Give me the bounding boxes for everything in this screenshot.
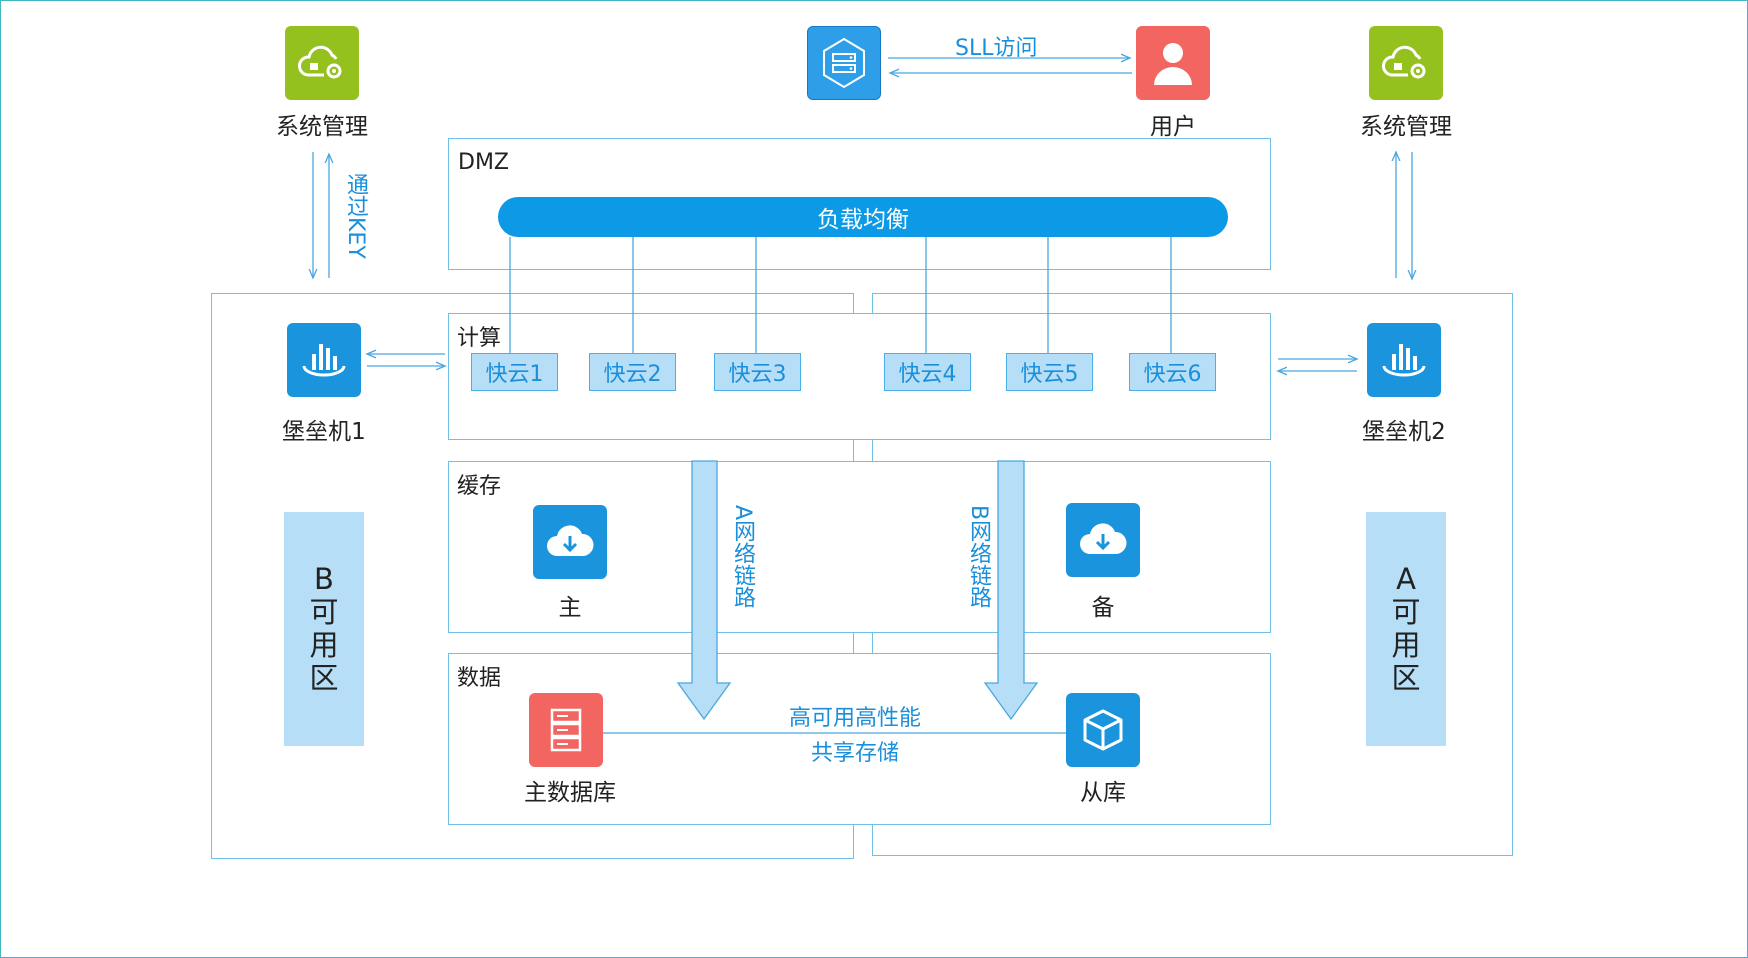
- sys-mgmt-left-label: 系统管理: [276, 114, 368, 140]
- data-label: 数据: [457, 666, 502, 691]
- zone-b-char-1: B: [314, 562, 334, 596]
- cloud-node-1: 快云1: [471, 353, 558, 391]
- master-db-label: 主数据库: [524, 780, 616, 806]
- server-hex-icon: [823, 37, 865, 89]
- availability-zone-a: A 可 用 区: [1366, 512, 1446, 746]
- slave-db-icon: [1066, 693, 1140, 767]
- sys-mgmt-right-icon: [1369, 26, 1443, 100]
- network-link-a-label: A网络链路: [730, 505, 755, 609]
- cloud-node-5: 快云5: [1006, 353, 1093, 391]
- cloud-download-icon: [547, 525, 594, 556]
- storage-line-1: 高可用高性能: [788, 706, 921, 731]
- bastion-2-icon: [1367, 323, 1441, 397]
- zone-b-char-4: 区: [309, 661, 339, 695]
- server-stack-icon: [550, 708, 582, 752]
- zone-b-char-2: 可: [309, 595, 339, 629]
- bastion-1-icon: [287, 323, 361, 397]
- ssl-access-label: SLL访问: [955, 36, 1038, 61]
- sys-mgmt-right-label: 系统管理: [1360, 114, 1452, 140]
- cloud-node-4: 快云4: [884, 353, 971, 391]
- zone-a-char-4: 区: [1391, 661, 1421, 695]
- sys-mgmt-left-icon: [285, 26, 359, 100]
- cube-icon: [1083, 709, 1123, 751]
- user-icon: [1154, 43, 1192, 85]
- cache-label: 缓存: [457, 474, 502, 499]
- storage-line-2: 共享存储: [810, 741, 899, 766]
- network-link-b-label: B网络链路: [966, 505, 991, 609]
- cloud-node-3: 快云3: [714, 353, 801, 391]
- cache-primary-label: 主: [558, 595, 582, 621]
- cloud-node-6: 快云6: [1129, 353, 1216, 391]
- master-db-icon: [529, 693, 603, 767]
- availability-zone-b: B 可 用 区: [284, 512, 364, 746]
- compute-label: 计算: [457, 326, 502, 351]
- user-box-icon: [1136, 26, 1210, 100]
- dmz-label: DMZ: [458, 150, 509, 175]
- user-label: 用户: [1150, 114, 1196, 140]
- cloud-gear-icon: [298, 45, 342, 79]
- cloud-download-icon: [1080, 523, 1127, 554]
- load-balancer: 负载均衡: [498, 197, 1228, 237]
- cache-primary-icon: [533, 505, 607, 579]
- zone-b-char-3: 用: [309, 628, 339, 662]
- zone-a-char-1: A: [1396, 562, 1416, 596]
- cache-backup-label: 备: [1091, 595, 1115, 621]
- cache-backup-icon: [1066, 503, 1140, 577]
- via-key-label: 通过KEY: [343, 173, 368, 259]
- vpn-server-icon: [807, 26, 881, 100]
- bastion-2-label: 堡垒机2: [1362, 419, 1446, 445]
- zone-a-char-2: 可: [1391, 595, 1421, 629]
- bastion-1-label: 堡垒机1: [282, 419, 366, 445]
- cloud-gear-icon: [1382, 45, 1426, 79]
- zone-a-char-3: 用: [1391, 628, 1421, 662]
- bastion-bars-icon: [302, 344, 346, 377]
- cloud-node-2: 快云2: [589, 353, 676, 391]
- bastion-bars-icon: [1382, 344, 1426, 377]
- slave-db-label: 从库: [1080, 780, 1126, 806]
